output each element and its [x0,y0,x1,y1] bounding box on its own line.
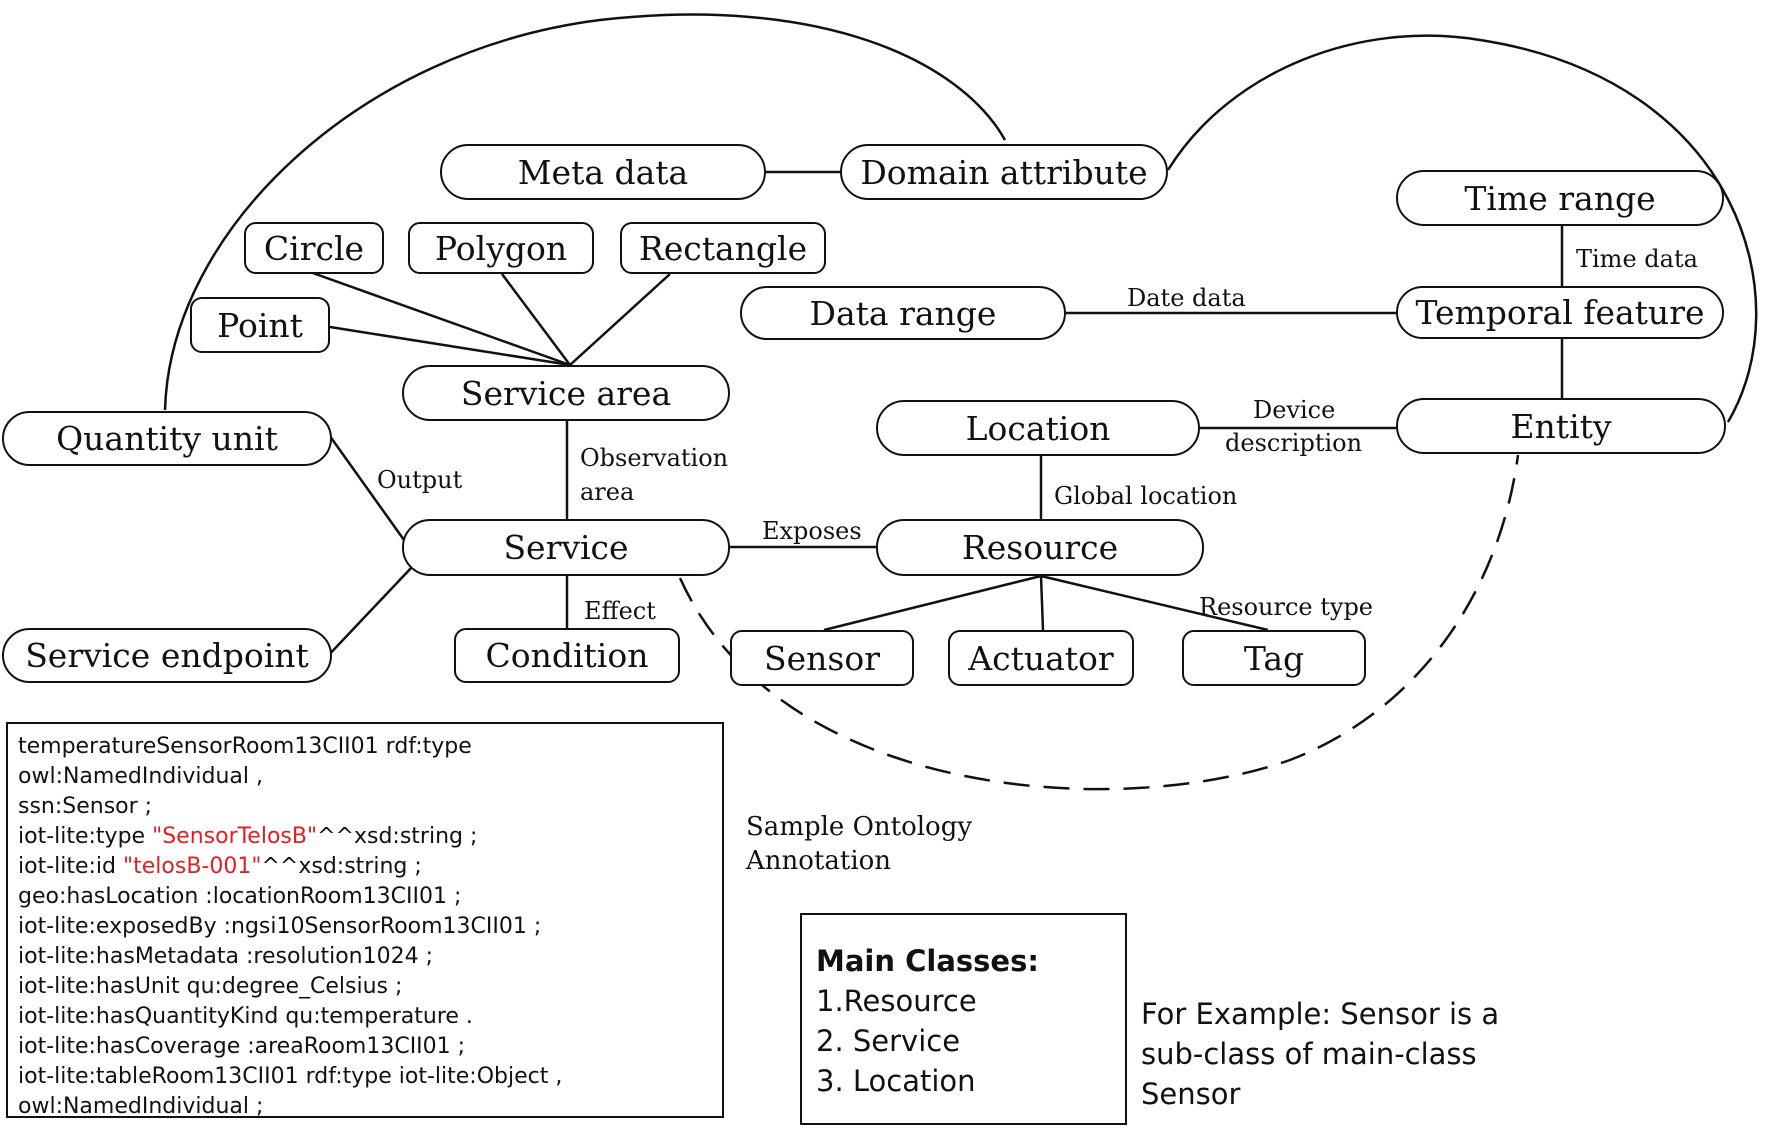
annotation-text: iot-lite:hasUnit qu:degree_Celsius ; [18,974,403,999]
annotation-line: owl:NamedIndividual , [18,762,722,792]
node-sensor: Sensor [730,630,914,686]
node-time-range: Time range [1396,170,1724,226]
example-line: For Example: Sensor is a [1141,997,1500,1031]
node-actuator: Actuator [948,630,1134,686]
node-meta-data: Meta data [440,144,766,200]
annotation-text: geo:hasLocation :locationRoom13CII01 ; [18,884,462,909]
node-entity: Entity [1396,398,1726,454]
annotation-text: iot-lite:hasMetadata :resolution1024 ; [18,944,434,969]
annotation-line: iot-lite:tableRoom13CII01 rdf:type iot-l… [18,1062,722,1092]
node-service: Service [402,519,730,576]
annotation-text: ssn:Sensor ; [18,794,153,819]
node-resource: Resource [876,519,1204,576]
node-polygon: Polygon [408,222,594,274]
edge-label-exposes: Exposes [762,517,862,545]
edge-label-resource-type: Resource type [1199,593,1374,621]
annotation-text: iot-lite:type [18,824,153,849]
main-class-item: 1.Resource [816,984,977,1018]
annotation-line: iot-lite:hasCoverage :areaRoom13CII01 ; [18,1032,722,1062]
edge-label-observation-area-line2: area [580,478,635,506]
arc-domain-attribute-to-entity [1166,34,1758,423]
example-line: sub-class of main-class [1141,1037,1477,1071]
annotation-caption: Sample Ontology Annotation [746,810,972,878]
node-condition: Condition [454,628,680,683]
edge-label-time-data: Time data [1576,245,1698,273]
annotation-text: iot-lite:exposedBy :ngsi10SensorRoom13CI… [18,914,542,939]
main-class-item: 3. Location [816,1064,976,1098]
annotation-text: temperatureSensorRoom13CII01 rdf:type [18,734,472,759]
node-tag: Tag [1182,630,1366,686]
node-domain-attribute: Domain attribute [840,144,1168,200]
node-circle: Circle [244,222,384,274]
annotation-line: iot-lite:hasMetadata :resolution1024 ; [18,942,722,972]
annotation-line: iot-lite:exposedBy :ngsi10SensorRoom13CI… [18,912,722,942]
annotation-line: iot-lite:hasQuantityKind qu:temperature … [18,1002,722,1032]
node-service-endpoint: Service endpoint [2,628,332,683]
edge-label-device-description-line1: Device [1253,396,1336,424]
annotation-line: owl:NamedIndividual ; [18,1092,722,1122]
node-location: Location [876,400,1200,456]
annotation-literal: "SensorTelosB" [152,824,318,849]
example-line: Sensor [1141,1077,1241,1111]
node-service-area: Service area [402,365,730,421]
annotation-line: temperatureSensorRoom13CII01 rdf:type [18,732,722,762]
annotation-line: iot-lite:hasUnit qu:degree_Celsius ; [18,972,722,1002]
annotation-line: iot-lite:type "SensorTelosB"^^xsd:string… [18,822,722,852]
arc-quantity-unit-to-domain-attribute [163,13,1007,411]
edge-label-date-data: Date data [1127,284,1246,312]
annotation-text: iot-lite:id [18,854,124,879]
edge-label-device-description-line2: description [1225,429,1363,457]
main-class-item: 2. Service [816,1024,961,1058]
dashed-arc-service-to-entity [678,454,1520,791]
annotation-text: ^^xsd:string ; [317,824,478,849]
main-classes-header: Main Classes: [816,944,1039,978]
example-note: For Example: Sensor is a sub-class of ma… [1141,994,1561,1114]
ontology-annotation-box: temperatureSensorRoom13CII01 rdf:type owl… [6,722,724,1119]
annotation-literal: "telosB-001" [123,854,262,879]
annotation-caption-line1: Sample Ontology [746,812,973,842]
edge-label-observation-area-line1: Observation [580,444,729,472]
annotation-line: ssn:Sensor ; [18,792,722,822]
node-point: Point [190,297,330,353]
edge-label-global-location: Global location [1054,482,1238,510]
main-classes-box: Main Classes: 1.Resource 2. Service 3. L… [800,913,1127,1125]
annotation-line: geo:hasLocation :locationRoom13CII01 ; [18,882,722,912]
annotation-text: ^^xsd:string ; [261,854,422,879]
edge-label-effect: Effect [584,597,656,625]
node-rectangle: Rectangle [620,222,826,274]
node-temporal-feature: Temporal feature [1396,286,1724,339]
annotation-text: owl:NamedIndividual ; [18,1094,264,1119]
annotation-text: owl:NamedIndividual , [18,764,263,789]
annotation-text: iot-lite:hasCoverage :areaRoom13CII01 ; [18,1034,466,1059]
edge-label-output: Output [377,466,463,494]
annotation-caption-line2: Annotation [746,846,892,876]
node-data-range: Data range [740,286,1066,340]
annotation-text: iot-lite:tableRoom13CII01 rdf:type iot-l… [18,1064,563,1089]
node-quantity-unit: Quantity unit [2,411,332,466]
annotation-line: iot-lite:id "telosB-001"^^xsd:string ; [18,852,722,882]
annotation-text: iot-lite:hasQuantityKind qu:temperature … [18,1004,473,1029]
